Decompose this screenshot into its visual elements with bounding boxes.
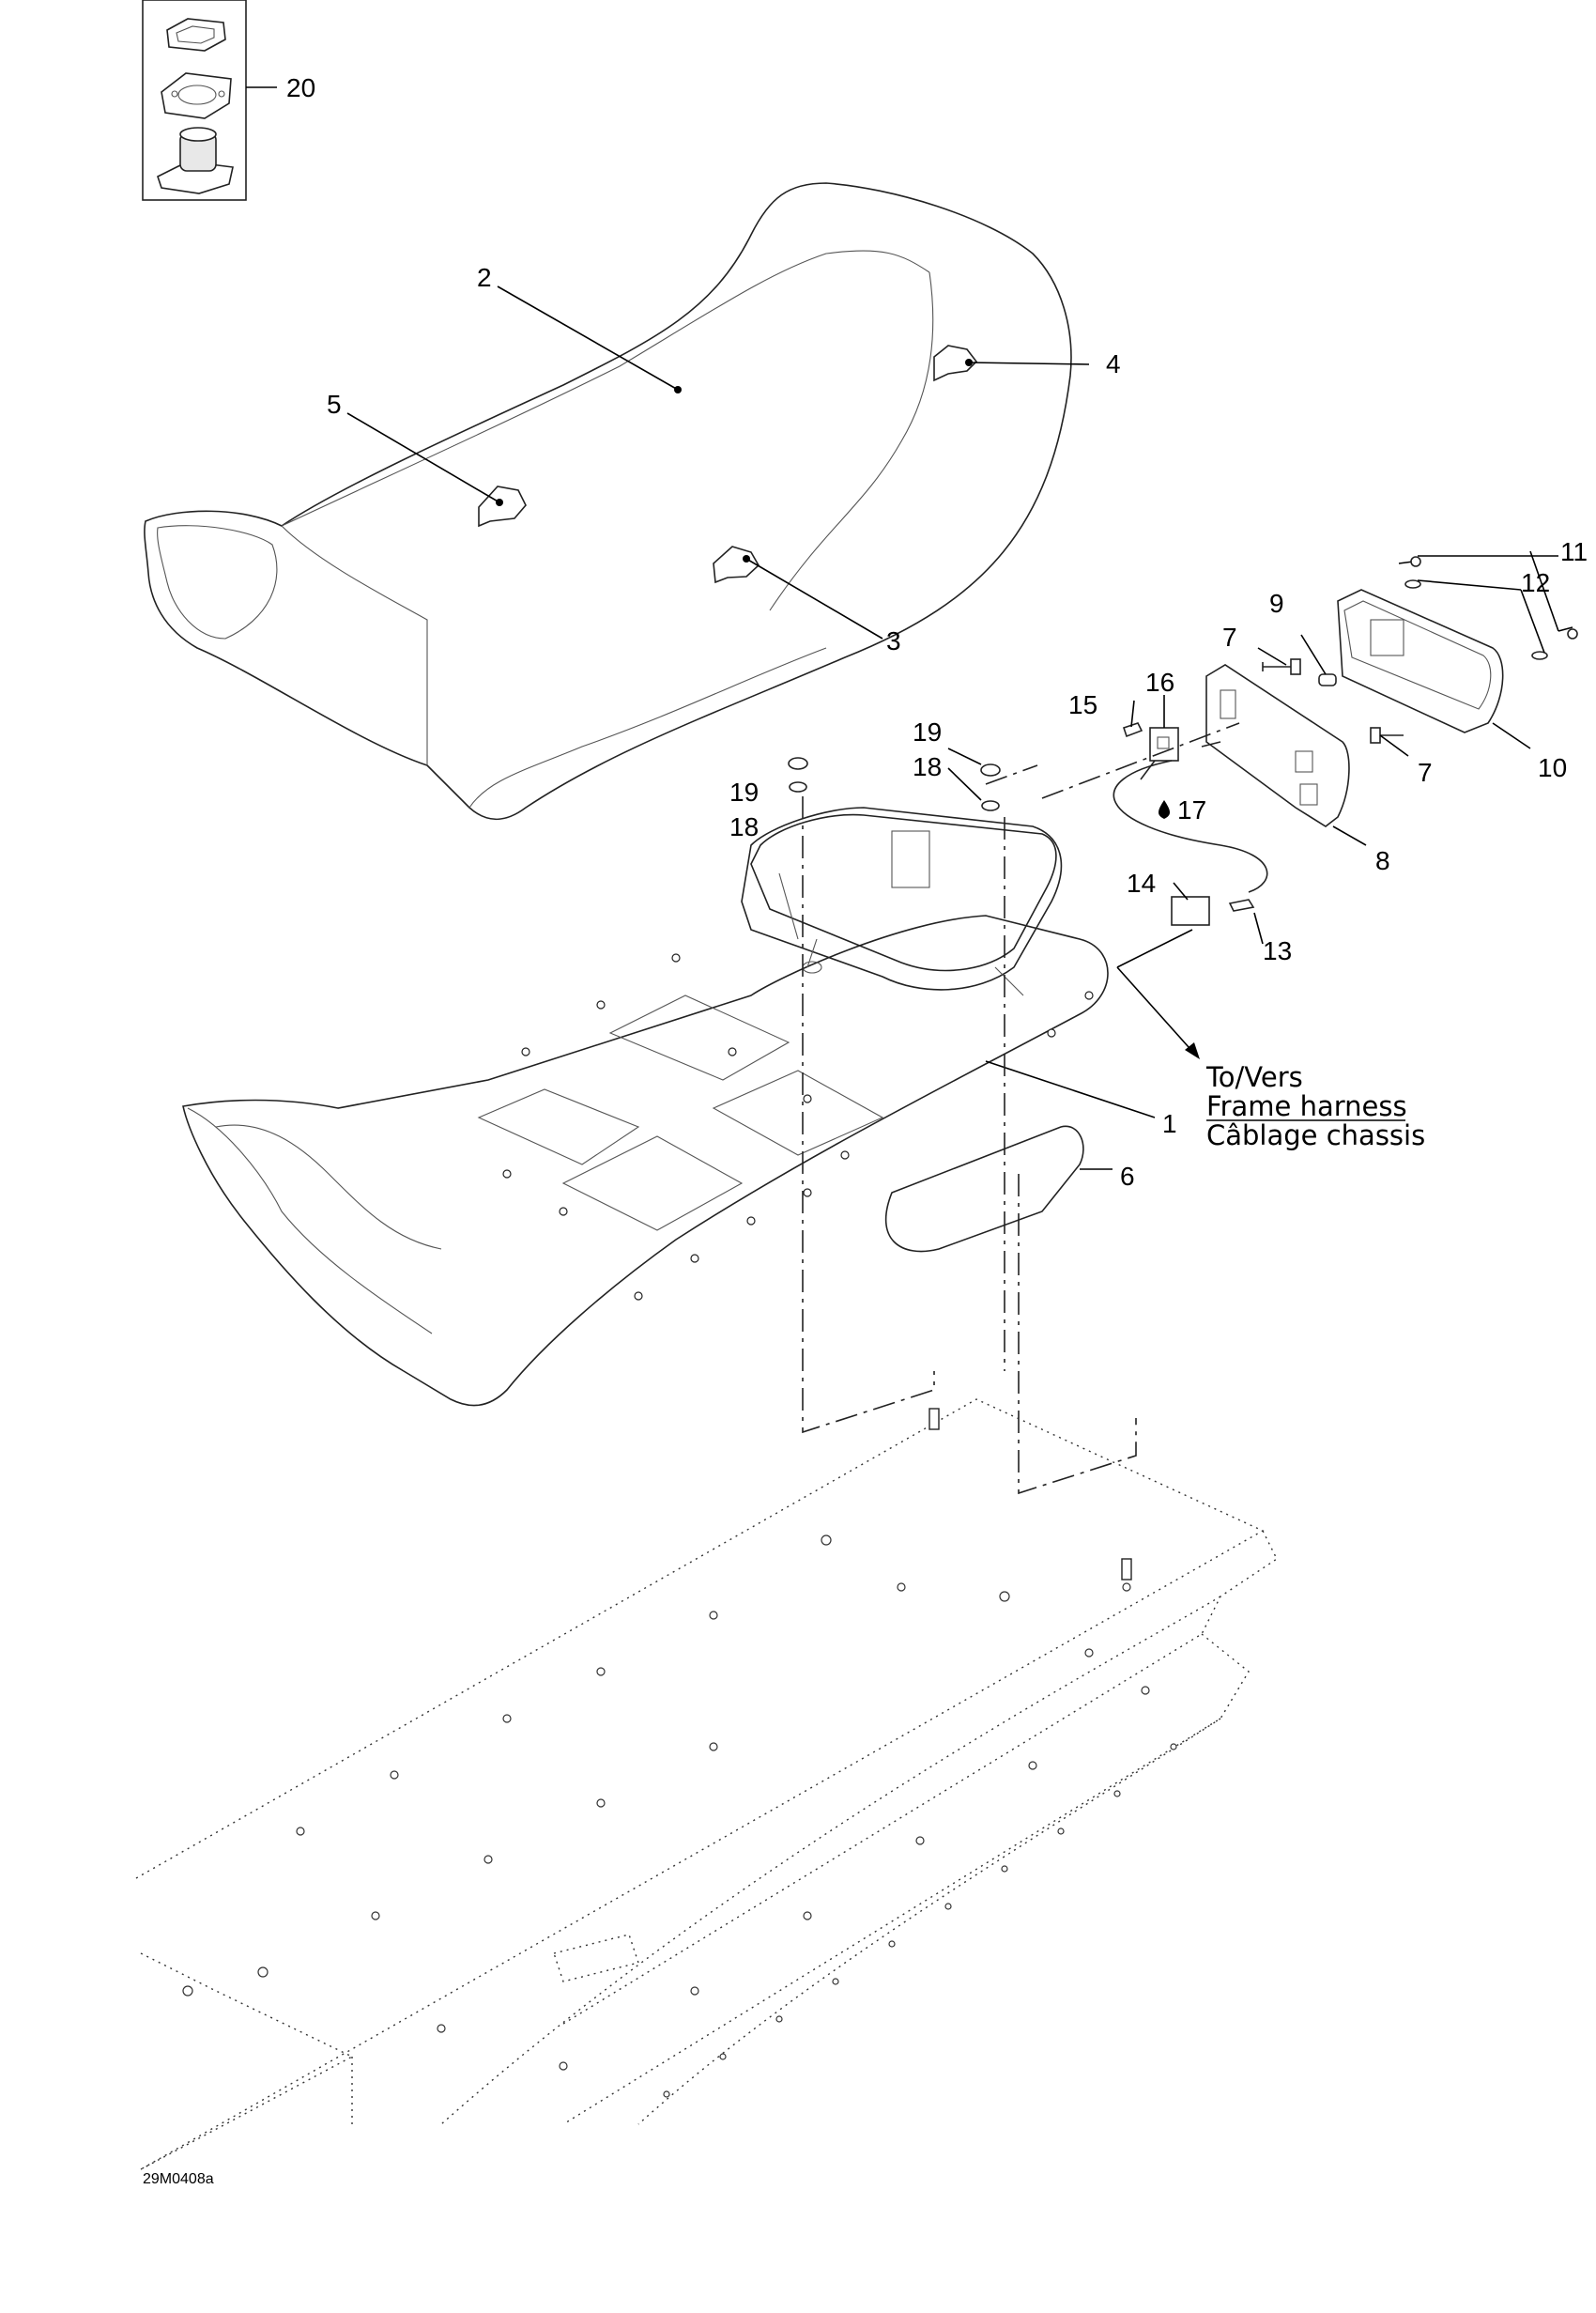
callout-8: 8: [1375, 846, 1390, 875]
callout-10: 10: [1538, 753, 1567, 782]
callout-19b: 19: [913, 717, 942, 747]
note-line-2: Frame harness: [1206, 1090, 1407, 1122]
chassis-tunnel: [135, 1398, 1278, 2170]
callout-2: 2: [477, 263, 492, 292]
nuts-and-washers: [788, 757, 1001, 811]
callout-labels: 20 2 4 5 3 11 12 9 7 16 15 7 10 17 8 19 …: [286, 73, 1588, 1191]
note-line-3: Câblage chassis: [1206, 1119, 1425, 1151]
storage-tray: [182, 807, 1109, 1407]
inset-kit-box: [142, 0, 277, 201]
callout-4: 4: [1106, 349, 1121, 378]
drawing-code: 29M0408a: [143, 2171, 214, 2187]
callout-9: 9: [1269, 589, 1284, 618]
alignment-lines: [802, 722, 1240, 1495]
callout-7a: 7: [1222, 623, 1237, 652]
taillight-assembly: [1205, 556, 1578, 827]
callout-18b: 18: [913, 752, 942, 781]
callout-14: 14: [1127, 869, 1156, 898]
callout-19a: 19: [729, 778, 759, 807]
callout-17: 17: [1177, 795, 1206, 825]
callout-1: 1: [1162, 1109, 1177, 1138]
callout-18a: 18: [729, 812, 759, 841]
callout-11: 11: [1560, 537, 1588, 566]
callout-3: 3: [886, 626, 901, 655]
callout-5: 5: [327, 390, 342, 419]
callout-13: 13: [1263, 936, 1292, 965]
callout-20: 20: [286, 73, 315, 102]
callout-15: 15: [1068, 690, 1097, 719]
note-line-1: To/Vers: [1205, 1061, 1303, 1093]
harness-note: To/Vers Frame harness Câblage chassis: [1205, 1061, 1425, 1151]
callout-16: 16: [1145, 668, 1174, 697]
callout-7b: 7: [1418, 758, 1433, 787]
callout-12: 12: [1521, 568, 1550, 597]
callout-6: 6: [1120, 1162, 1135, 1191]
